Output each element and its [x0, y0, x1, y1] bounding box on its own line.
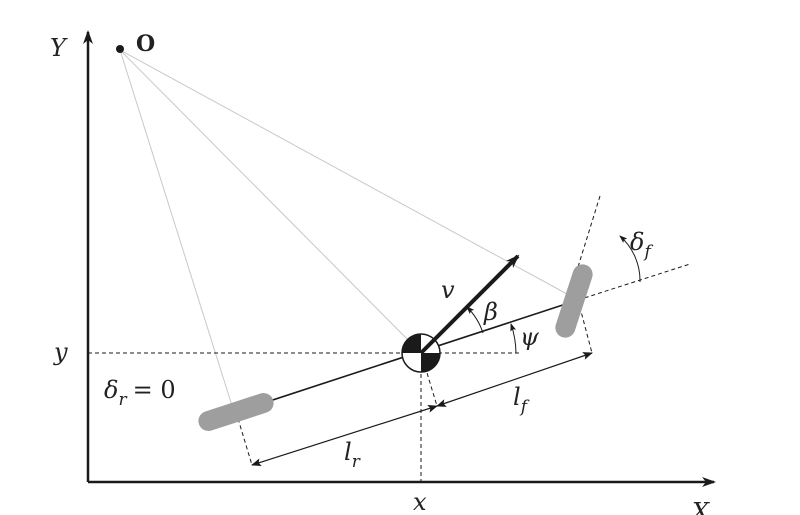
front-wheel [555, 264, 593, 338]
slip-angle-arc [466, 306, 484, 334]
front-length-label: lf [513, 383, 530, 417]
rear-length-label: lr [344, 438, 361, 472]
origin-label: O [136, 31, 155, 57]
front-length-dimension [436, 352, 593, 407]
heading-angle-arc [510, 323, 517, 354]
x-coordinate-label: x [413, 488, 427, 515]
slip-angle-label: β [483, 298, 498, 326]
icr-guide-lines [119, 49, 579, 413]
x-axis-label: X [690, 498, 710, 515]
velocity-vector [419, 254, 520, 355]
rear-steer-label: δr= 0 [104, 376, 176, 410]
y-coordinate-label: y [53, 338, 68, 366]
velocity-label: v [441, 276, 455, 304]
dashed-reference-lines [88, 195, 691, 482]
front-steer-arc [619, 235, 641, 283]
front-steer-label: δf [630, 228, 653, 262]
rear-length-dimension [251, 404, 438, 467]
y-axis-label: Y [50, 34, 68, 62]
rear-wheel [198, 393, 274, 431]
heading-angle-label: ψ [520, 323, 540, 351]
origin-point [116, 45, 124, 53]
